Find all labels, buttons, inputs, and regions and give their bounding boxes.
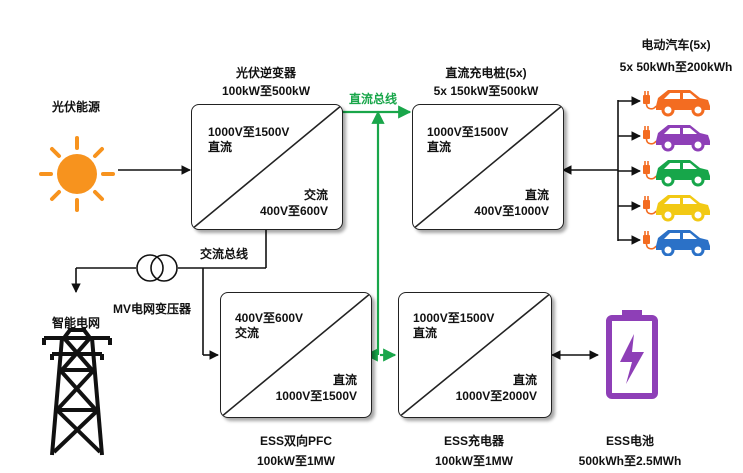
solar-source-label: 光伏能源: [52, 100, 101, 114]
ac-bus-label: 交流总线: [200, 247, 249, 261]
dc-bus-label: 直流总线: [349, 92, 398, 106]
pv-inverter-box: 1000V至1500V 直流 交流 400V至600V: [191, 104, 343, 230]
ess-charger-input-range: 1000V至1500V: [413, 311, 495, 325]
dc-charger-output-range: 400V至1000V: [474, 204, 549, 218]
charging-plug-icon: [643, 161, 657, 180]
ess-charger-title: ESS充电器: [443, 434, 505, 448]
ess-pfc-ac-type: 交流: [235, 326, 260, 340]
ess-pfc-rating: 100kW至1MW: [256, 454, 336, 468]
transformer-icon: [136, 254, 178, 282]
ev-car-icon: [643, 90, 710, 117]
ess-pfc-ac-range: 400V至600V: [235, 311, 304, 325]
ess-charger-output-range: 1000V至2000V: [455, 389, 537, 403]
ess-charger-input-type: 直流: [413, 326, 438, 340]
ess-charger-rating: 100kW至1MW: [434, 454, 514, 468]
ev-car-icon: [643, 230, 710, 256]
ev-car-group: [643, 90, 710, 256]
ess-pfc-dc-range: 1000V至1500V: [275, 389, 357, 403]
ev-car-icon: [643, 195, 710, 222]
dc-charger-input-type: 直流: [427, 140, 452, 154]
sun-icon: [39, 136, 115, 212]
ess-charger-output-type: 直流: [512, 373, 537, 387]
power-pylon-icon: [42, 328, 112, 456]
charging-plug-icon: [643, 91, 657, 110]
pv-inverter-output-type: 交流: [303, 188, 328, 202]
ev-rating: 5x 50kWh至200kWh: [619, 60, 733, 74]
battery-icon: [606, 310, 658, 399]
charging-plug-icon: [643, 196, 657, 215]
charging-plug-icon: [643, 126, 657, 145]
pv-inverter-input-type: 直流: [208, 140, 233, 154]
ess-pfc-box: 400V至600V 交流 直流 1000V至1500V: [220, 292, 372, 418]
charging-plug-icon: [643, 231, 657, 250]
ess-battery-title: ESS电池: [605, 434, 655, 448]
ac-bus-lines: [71, 228, 267, 360]
ev-title: 电动汽车(5x): [641, 38, 711, 52]
dc-charger-input-range: 1000V至1500V: [427, 125, 509, 139]
dc-charger-rating: 5x 150kW至500kW: [433, 84, 539, 98]
ess-battery-rating: 500kWh至2.5MWh: [578, 454, 682, 468]
ev-car-icon: [643, 125, 710, 152]
smart-grid-label: 智能电网: [52, 316, 101, 330]
ess-pfc-title: ESS双向PFC: [259, 434, 333, 448]
pv-inverter-input-range: 1000V至1500V: [208, 125, 290, 139]
dc-charger-title: 直流充电桩(5x): [445, 66, 527, 80]
ess-pfc-dc-type: 直流: [332, 373, 357, 387]
pv-inverter-rating: 100kW至500kW: [221, 84, 311, 98]
pv-inverter-output-range: 400V至600V: [259, 204, 328, 218]
ess-charger-box: 1000V至1500V 直流 直流 1000V至2000V: [398, 292, 552, 418]
transformer-label: MV电网变压器: [113, 302, 192, 316]
dc-charger-output-type: 直流: [524, 188, 549, 202]
ev-branch-lines: [618, 96, 641, 245]
dc-charger-box: 1000V至1500V 直流 直流 400V至1000V: [412, 104, 564, 230]
pv-inverter-title: 光伏逆变器: [235, 66, 297, 80]
ev-car-icon: [643, 160, 710, 187]
